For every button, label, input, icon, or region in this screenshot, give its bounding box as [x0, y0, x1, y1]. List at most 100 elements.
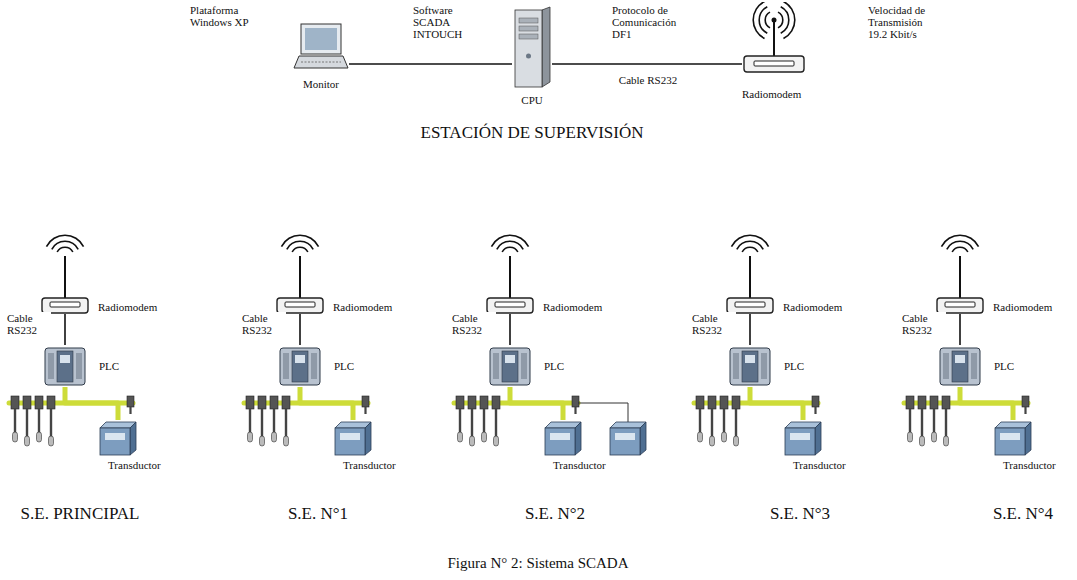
transducer-side — [130, 422, 136, 455]
plc-terminal — [283, 353, 289, 379]
note-label: Plataforma Windows XP — [190, 4, 265, 28]
transducer-node: Transductor — [993, 420, 1056, 471]
device-label: Radiomodem — [993, 301, 1052, 313]
plc-terminal — [493, 353, 499, 379]
probe-tip — [284, 436, 289, 446]
radio-wave — [951, 246, 968, 252]
device-label: Transductor — [1003, 459, 1056, 471]
probe-tip — [25, 436, 30, 446]
transducer-side — [365, 422, 371, 455]
probe-clamp — [930, 396, 938, 409]
probe-rod — [364, 407, 366, 414]
radiomodem-slot — [285, 302, 315, 307]
transducer-display — [550, 433, 570, 440]
sensor-probe — [572, 396, 579, 414]
radio-wave — [741, 246, 758, 252]
radio-icon — [485, 222, 535, 314]
figure-caption: Figura N° 2: Sistema SCADA — [447, 555, 628, 572]
section-title: S.E. N°1 — [288, 505, 348, 524]
probe-rod — [814, 407, 816, 414]
probe-clamp — [362, 396, 369, 407]
probe-clamp — [468, 396, 476, 409]
radiomodem-slot — [945, 302, 975, 307]
rs232-cable — [959, 314, 961, 345]
power-button — [526, 54, 531, 59]
plc-node: PLC — [43, 345, 119, 387]
sensor-probe — [47, 396, 55, 446]
plc-terminal — [48, 353, 54, 379]
probe-tip — [734, 436, 739, 446]
probe-tip — [698, 432, 703, 442]
section-title: S.E. N°4 — [993, 505, 1053, 524]
trans-icon — [333, 420, 373, 456]
radio-wave — [780, 6, 789, 34]
transducer-front — [100, 428, 130, 455]
plc-module — [952, 351, 968, 382]
probe-clamp — [282, 396, 290, 409]
probe-clamp — [258, 396, 266, 409]
monitor-node: Monitor — [293, 22, 349, 90]
device-label: CPU — [521, 94, 542, 106]
antenna-mast — [959, 256, 961, 298]
plc-terminal — [761, 353, 767, 379]
trans-icon — [783, 420, 823, 456]
field-bus-wire — [750, 387, 803, 420]
probe-clamp — [1022, 396, 1029, 407]
field-bus-wire — [510, 387, 563, 420]
probe-clamp — [480, 396, 488, 409]
device-label: Radiomodem — [742, 88, 801, 100]
radiomodem-slot — [495, 302, 525, 307]
radiomodem-box — [277, 298, 323, 313]
sensor-probe — [1022, 396, 1029, 414]
probe-clamp — [11, 396, 19, 409]
sensor-probe — [11, 396, 19, 442]
rs232-cable — [64, 314, 66, 345]
antenna-tip — [772, 18, 777, 23]
probe-clamp — [720, 396, 728, 409]
probe-clamp — [942, 396, 950, 409]
sensor-probe — [270, 396, 278, 442]
sensor-probe — [246, 396, 254, 442]
transducer-display — [615, 433, 635, 440]
monitor-screen — [301, 24, 341, 54]
sensor-probe — [23, 396, 31, 446]
cpu-tower — [515, 10, 542, 87]
probe-clamp — [812, 396, 819, 407]
radio-wave — [783, 2, 796, 39]
rs232-cable — [299, 314, 301, 345]
trans-icon — [98, 420, 138, 456]
transducer-front — [995, 428, 1025, 455]
plc-display — [295, 355, 305, 363]
radiomodem-node: Radiomodem — [742, 2, 806, 100]
transducer-front — [785, 428, 815, 455]
device-label: Radiomodem — [783, 301, 842, 313]
probe-clamp — [127, 396, 134, 407]
probe-clamp — [270, 396, 278, 409]
rs232-cable — [509, 314, 511, 345]
trans-icon — [993, 420, 1033, 456]
cable-label: Cable RS232 — [692, 312, 736, 336]
transducer-display — [790, 433, 810, 440]
trans-icon — [543, 420, 583, 456]
monitor-keyboard — [294, 56, 348, 68]
radiomodem-box — [487, 298, 533, 313]
cpu-icon — [512, 6, 552, 88]
radiomodem-node: Radiomodem — [40, 222, 157, 314]
plc-terminal — [971, 353, 977, 379]
radiomodem-slot — [754, 61, 794, 66]
sensor-probe — [812, 396, 819, 414]
drive-bay — [519, 34, 538, 39]
antenna-mast — [64, 256, 66, 298]
probe-tip — [722, 432, 727, 442]
probe-rod — [574, 407, 576, 414]
radiotop-icon — [742, 2, 806, 74]
radio-wave — [51, 240, 79, 249]
plc-terminal — [76, 353, 82, 379]
probe-tip — [494, 436, 499, 446]
cpu-side — [542, 7, 550, 87]
radio-wave — [941, 234, 979, 247]
plc-terminal — [311, 353, 317, 379]
transducer-icon — [610, 422, 646, 455]
cable-label: Cable RS232 — [452, 312, 496, 336]
transducer-side — [575, 422, 581, 455]
